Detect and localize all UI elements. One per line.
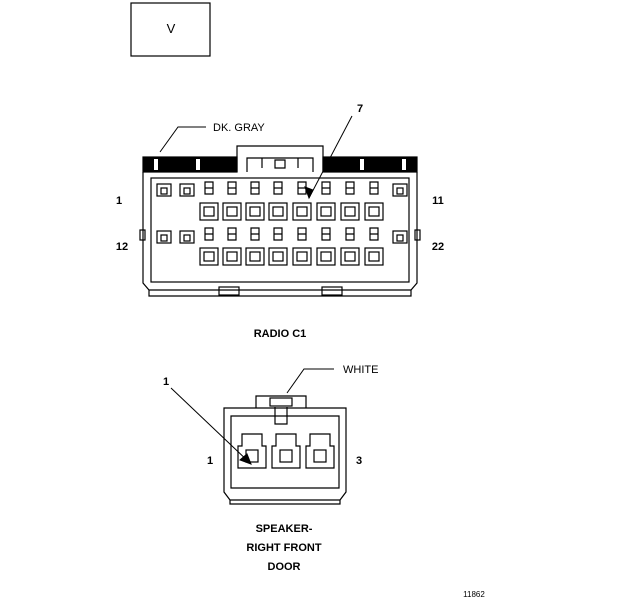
radio-c1-cavity [364,181,384,221]
radio-c1-pin-callout: 7 [357,103,363,115]
speaker-pin-callout: 1 [163,376,169,388]
radio-c1-cavity [316,227,336,266]
speaker-wire-color: WHITE [343,364,378,376]
radio-c1-cavity [292,181,312,221]
radio-c1-pin-12: 12 [116,241,128,253]
radio-c1-cavity [222,181,242,221]
radio-c1-small-cavity [392,230,408,244]
radio-c1-cavity [199,227,219,266]
radio-c1-cavity [199,181,219,221]
figure-id: 11862 [463,590,485,599]
speaker-cavity [237,433,267,469]
radio-c1-cavity [222,227,242,266]
radio-c1-small-cavity [156,183,172,197]
dk-gray-leader [159,126,206,153]
speaker-pin-3: 3 [356,455,362,467]
radio-c1-caption: RADIO C1 [254,328,307,340]
pin-1-leader [170,387,252,465]
pin-7-leader [308,115,353,199]
radio-c1-pin-22: 22 [432,241,444,253]
white-leader [286,368,334,394]
radio-c1-cavity [245,227,265,266]
radio-c1-cavity [245,181,265,221]
radio-c1-small-cavity [179,183,195,197]
radio-c1-cavity [340,227,360,266]
radio-c1-cavity [364,227,384,266]
radio-c1-small-cavity [156,230,172,244]
radio-c1-leaders [159,115,353,200]
radio-c1-wire-color: DK. GRAY [213,122,265,134]
radio-c1-cavity [268,227,288,266]
speaker-cavity [271,433,301,469]
speaker-connector [223,395,347,505]
radio-c1-pin-1: 1 [116,195,122,207]
speaker-caption-line3: DOOR [268,561,301,573]
radio-c1-cavity [292,227,312,266]
speaker-caption-line1: SPEAKER- [256,523,313,535]
speaker-leaders [170,368,334,465]
radio-c1-small-cavity [392,183,408,197]
connector-tag-box: V [130,2,211,57]
speaker-caption-line2: RIGHT FRONT [246,542,321,554]
radio-c1-cavity [316,181,336,221]
radio-c1-cavities [199,181,384,266]
radio-c1-cavity [268,181,288,221]
speaker-pin-1: 1 [207,455,213,467]
connector-tag-letter: V [167,21,176,36]
radio-c1-connector [139,145,421,297]
radio-c1-small-cavity [179,230,195,244]
radio-c1-pin-11: 11 [432,195,444,207]
radio-c1-cavity [340,181,360,221]
speaker-cavity [305,433,335,469]
